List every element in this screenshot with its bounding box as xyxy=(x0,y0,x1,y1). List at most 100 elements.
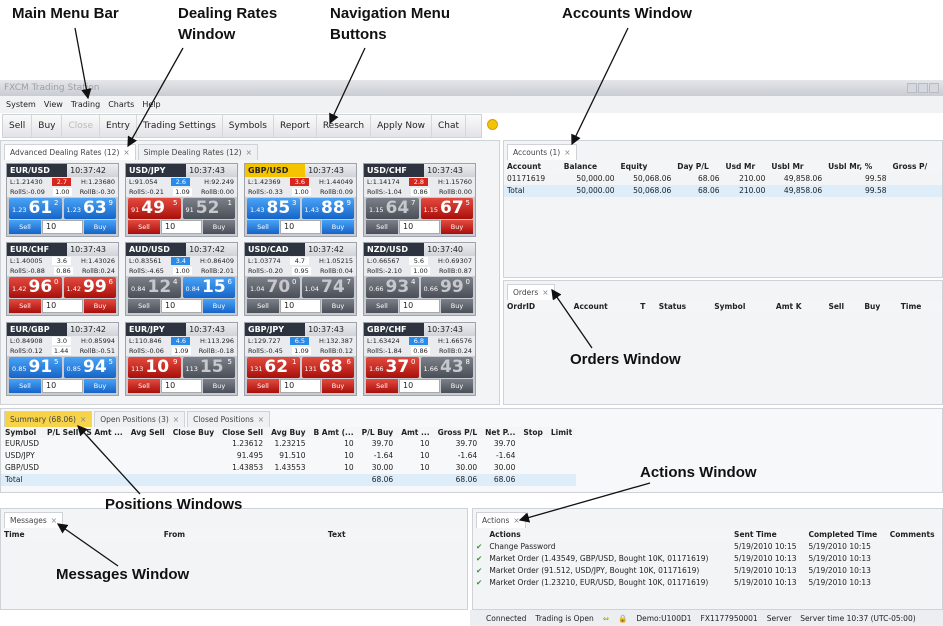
column-header[interactable]: Comments xyxy=(886,528,942,541)
menu-view[interactable]: View xyxy=(43,100,63,109)
pair-label[interactable]: USD/CHF xyxy=(364,164,424,177)
toolbar-apply-now-button[interactable]: Apply Now xyxy=(371,115,432,137)
column-header[interactable]: Sell xyxy=(825,300,862,313)
buy-button[interactable]: Buy xyxy=(441,379,473,393)
column-header[interactable]: Usbl Mr xyxy=(768,160,826,173)
tab-positions-0[interactable]: Summary (68.06)× xyxy=(4,411,93,427)
column-header[interactable]: Limit xyxy=(546,427,577,438)
pair-label[interactable]: GBP/USD xyxy=(245,164,305,177)
close-icon[interactable]: × xyxy=(79,415,87,424)
column-header[interactable]: Sent Time xyxy=(731,528,806,541)
column-header[interactable]: S Amt ... xyxy=(82,427,127,438)
column-header[interactable]: Actions xyxy=(486,528,732,541)
column-header[interactable]: Text xyxy=(324,528,467,541)
sell-button[interactable]: Sell xyxy=(247,299,279,313)
buy-button[interactable]: Buy xyxy=(441,220,473,234)
column-header[interactable]: Symbol xyxy=(1,427,44,438)
column-header[interactable]: T xyxy=(637,300,656,313)
pair-label[interactable]: GBP/CHF xyxy=(364,323,424,336)
sell-button[interactable]: Sell xyxy=(366,299,398,313)
column-header[interactable]: Account xyxy=(570,300,638,313)
column-header[interactable]: OrdrID xyxy=(504,300,561,313)
toolbar-report-button[interactable]: Report xyxy=(274,115,317,137)
column-header[interactable]: Completed Time xyxy=(805,528,887,541)
tab-actions[interactable]: Actions× xyxy=(476,512,526,528)
column-header[interactable]: B Amt (... xyxy=(309,427,358,438)
tab-positions-2[interactable]: Closed Positions× xyxy=(187,411,271,427)
column-header[interactable]: Close Sell xyxy=(218,427,268,438)
amount-select[interactable]: 10 xyxy=(280,299,321,313)
buy-button[interactable]: Buy xyxy=(84,299,116,313)
sell-button[interactable]: Sell xyxy=(366,379,398,393)
toolbar-entry-button[interactable]: Entry xyxy=(100,115,137,137)
pair-label[interactable]: EUR/CHF xyxy=(7,243,67,256)
column-header[interactable]: Time xyxy=(897,300,942,313)
column-header[interactable]: Gross P/L xyxy=(433,427,482,438)
toolbar-research-button[interactable]: Research xyxy=(317,115,372,137)
amount-select[interactable]: 10 xyxy=(42,220,83,234)
column-header[interactable]: Close Buy xyxy=(168,427,219,438)
pair-label[interactable]: GBP/JPY xyxy=(245,323,305,336)
close-icon[interactable]: × xyxy=(542,288,549,297)
tab-simple-dealing-rates[interactable]: Simple Dealing Rates (12)× xyxy=(137,144,258,160)
toolbar-symbols-button[interactable]: Symbols xyxy=(223,115,274,137)
buy-button[interactable]: Buy xyxy=(322,379,354,393)
menu-system[interactable]: System xyxy=(6,100,36,109)
pair-label[interactable]: EUR/JPY xyxy=(126,323,186,336)
tab-accounts[interactable]: Accounts (1)× xyxy=(507,144,577,160)
buy-button[interactable]: Buy xyxy=(322,299,354,313)
column-header[interactable]: Usbl Mr, % xyxy=(825,160,890,173)
toolbar-sell-button[interactable]: Sell xyxy=(3,115,33,137)
tab-messages[interactable]: Messages× xyxy=(4,512,64,528)
pair-label[interactable]: USD/CAD xyxy=(245,243,305,256)
sell-button[interactable]: Sell xyxy=(247,379,279,393)
amount-select[interactable]: 10 xyxy=(399,299,440,313)
amount-select[interactable]: 10 xyxy=(280,220,321,234)
column-header[interactable]: Symbol xyxy=(711,300,773,313)
column-header[interactable]: Avg Buy xyxy=(267,427,310,438)
column-header[interactable]: Balance xyxy=(560,160,618,173)
buy-button[interactable]: Buy xyxy=(84,220,116,234)
column-header[interactable]: P/L Buy xyxy=(357,427,398,438)
column-header[interactable]: From xyxy=(160,528,325,541)
buy-button[interactable]: Buy xyxy=(203,220,235,234)
column-header[interactable]: Amt ... xyxy=(397,427,434,438)
minimize-icon[interactable] xyxy=(907,83,917,93)
buy-button[interactable]: Buy xyxy=(322,220,354,234)
column-header[interactable]: Net P... xyxy=(481,427,520,438)
menu-trading[interactable]: Trading xyxy=(70,100,101,109)
pair-label[interactable]: USD/JPY xyxy=(126,164,186,177)
buy-button[interactable]: Buy xyxy=(84,379,116,393)
amount-select[interactable]: 10 xyxy=(161,220,202,234)
pair-label[interactable]: EUR/GBP xyxy=(7,323,67,336)
sell-button[interactable]: Sell xyxy=(247,220,279,234)
pair-label[interactable]: AUD/USD xyxy=(126,243,186,256)
smiley-icon[interactable] xyxy=(487,119,498,130)
sell-button[interactable]: Sell xyxy=(128,299,160,313)
close-icon[interactable]: × xyxy=(257,415,265,424)
amount-select[interactable]: 10 xyxy=(42,299,83,313)
close-icon[interactable]: × xyxy=(564,148,571,157)
column-header[interactable]: Avg Sell xyxy=(126,427,169,438)
